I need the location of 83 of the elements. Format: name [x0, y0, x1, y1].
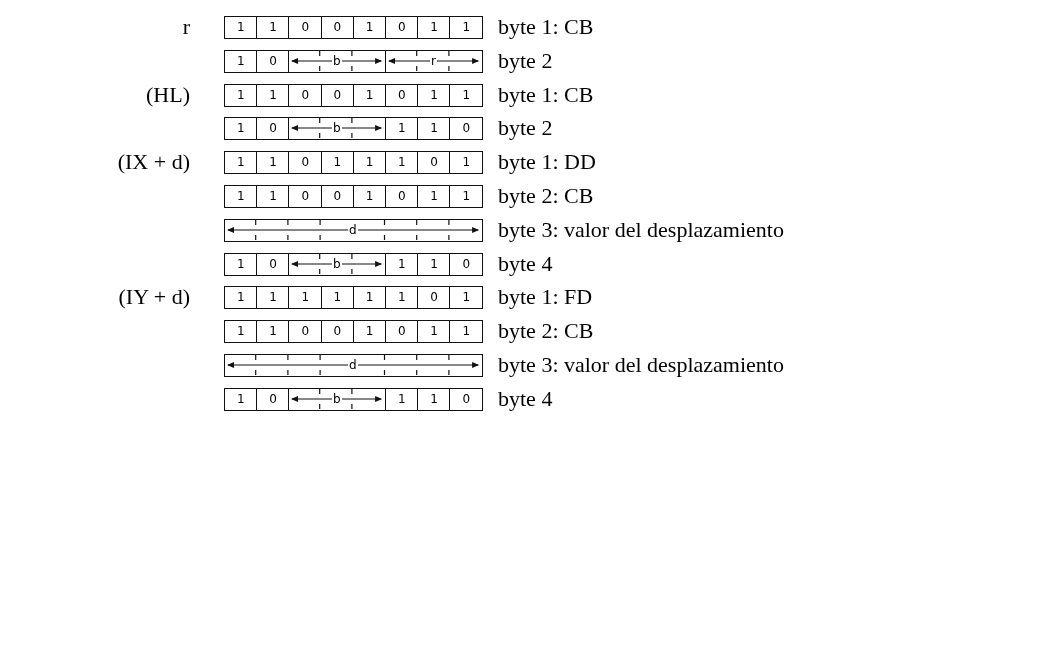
bit-cell: 1: [352, 185, 387, 208]
bit-cell: 0: [449, 387, 484, 411]
addressing-mode-label: (IY + d): [117, 285, 190, 310]
byte-description: byte 4: [498, 251, 553, 276]
bit-cell: 1: [352, 16, 387, 39]
bit-cell: 1: [224, 185, 258, 208]
bit-cell: 1: [224, 286, 258, 310]
bit-cell: 1: [417, 83, 451, 107]
bit-cell: 0: [256, 252, 290, 276]
bit-cell: 1: [449, 83, 484, 107]
bit-cell: 0: [320, 185, 355, 208]
byte-description: byte 2: [498, 116, 553, 141]
byte-description: byte 2: CB: [498, 319, 594, 344]
bit-cell: 1: [352, 320, 387, 344]
bit-cell: 1: [224, 117, 258, 141]
addressing-mode-label: r: [181, 15, 190, 39]
bit-cell: 1: [256, 16, 290, 39]
byte-description: byte 3: valor del desplazamiento: [498, 217, 784, 242]
bit-cell: 1: [449, 185, 484, 208]
bit-cell: 1: [224, 151, 258, 175]
bit-cell: 0: [320, 16, 355, 39]
bit-cell: 1: [224, 320, 258, 344]
bit-cell: 1: [417, 185, 451, 208]
bit-cell: 1: [385, 387, 419, 411]
bit-cell: 0: [288, 16, 323, 39]
bit-cell: 0: [320, 83, 355, 107]
bit-cell: 1: [256, 185, 290, 208]
bit-cell: 1: [449, 151, 484, 175]
bit-cell: 1: [288, 286, 323, 310]
byte-description: byte 1: CB: [498, 82, 594, 107]
bit-cell: 0: [320, 320, 355, 344]
bit-cell: 1: [385, 252, 419, 276]
bit-cell: 1: [385, 117, 419, 141]
bit-cell: 0: [288, 83, 323, 107]
bit-cell: 0: [256, 387, 290, 411]
bit-cell: 0: [449, 252, 484, 276]
bit-cell: 0: [385, 83, 419, 107]
byte-description: byte 1: DD: [498, 150, 596, 175]
bit-cell: 1: [417, 387, 451, 411]
bit-cell: 1: [224, 252, 258, 276]
byte-description: byte 3: valor del desplazamiento: [498, 353, 784, 377]
bit-cell: 0: [385, 320, 419, 344]
bit-cell: 1: [417, 252, 451, 276]
bit-cell: 1: [320, 151, 355, 175]
bit-cell: 1: [417, 320, 451, 344]
bit-cell: 1: [385, 151, 419, 175]
bit-cell: 0: [288, 320, 323, 344]
addressing-mode-label: (HL): [145, 82, 190, 107]
bit-cell: 0: [385, 16, 419, 39]
field-label: d: [348, 355, 358, 375]
bit-cell: 1: [385, 286, 419, 310]
bit-cell: 1: [417, 16, 451, 39]
byte-description: byte 4: [498, 386, 553, 411]
bit-cell: 0: [385, 185, 419, 208]
addressing-mode-label: (IX + d): [116, 150, 190, 175]
bit-cell: 1: [256, 320, 290, 344]
bit-cell: 1: [256, 83, 290, 107]
bit-cell: 1: [352, 286, 387, 310]
bit-cell: 1: [352, 151, 387, 175]
bit-cell: 0: [256, 49, 290, 73]
bit-cell: 1: [449, 16, 484, 39]
bit-cell: 1: [449, 320, 484, 344]
bit-cell: 1: [224, 16, 258, 39]
bit-cell: 1: [352, 83, 387, 107]
bit-cell: 1: [256, 151, 290, 175]
bit-cell: 1: [256, 286, 290, 310]
bit-cell: 0: [417, 286, 451, 310]
bit-cell: 1: [417, 117, 451, 141]
byte-description: byte 1: FD: [498, 285, 593, 310]
byte-description: byte 2: CB: [498, 184, 594, 208]
byte-description: byte 1: CB: [498, 15, 594, 39]
bit-cell: 1: [224, 83, 258, 107]
bit-cell: 0: [449, 117, 484, 141]
bit-cell: 1: [449, 286, 484, 310]
bit-cell: 0: [288, 185, 323, 208]
bit-cell: 1: [320, 286, 355, 310]
bit-cell: 0: [417, 151, 451, 175]
bit-cell: 0: [256, 117, 290, 141]
bit-cell: 1: [224, 49, 258, 73]
bit-cell: 1: [224, 387, 258, 411]
bit-cell: 0: [288, 151, 323, 175]
byte-description: byte 2: [498, 48, 553, 73]
field-label: d: [348, 219, 358, 240]
